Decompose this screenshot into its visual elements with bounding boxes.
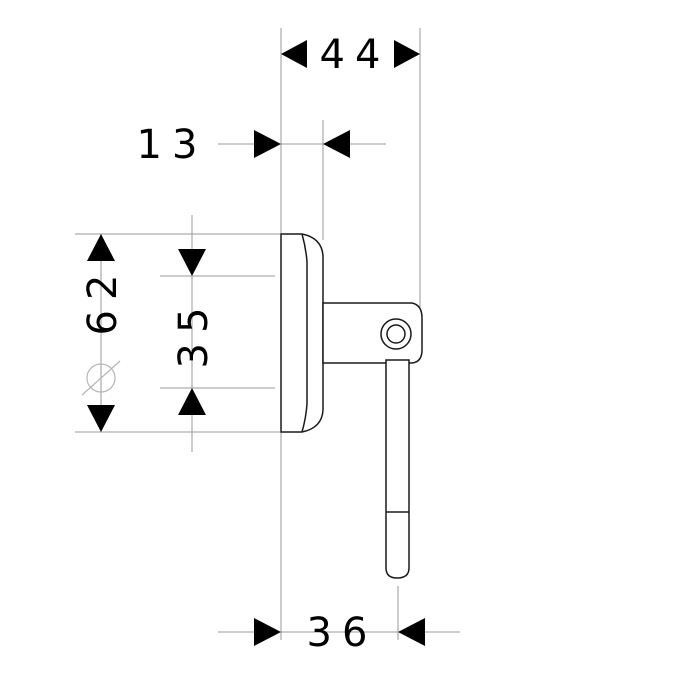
arrow-36-right	[398, 618, 425, 646]
arrow-35-top	[178, 249, 206, 276]
dimension-36-label: 36	[307, 610, 378, 656]
arrow-35-bottom	[178, 388, 206, 415]
dimension-35-label: 35	[171, 298, 217, 369]
dimension-arrows	[87, 40, 425, 646]
arrow-62-top	[87, 234, 115, 261]
arrow-13-right	[323, 130, 350, 158]
arrow-44-left	[281, 40, 307, 68]
arrow-13-left	[254, 130, 281, 158]
pivot-inner-circle	[386, 324, 406, 344]
diameter-symbol-icon	[81, 360, 121, 396]
arrow-44-right	[394, 40, 420, 68]
part-outline	[280, 233, 423, 579]
wall-flange	[280, 233, 324, 433]
dimension-62-label: 62	[80, 265, 126, 336]
hanging-ring-rod	[385, 359, 410, 579]
arrow-36-left	[254, 618, 281, 646]
flange-step	[301, 233, 308, 433]
arrow-62-bottom	[87, 405, 115, 432]
dimension-13-label: 13	[137, 122, 208, 168]
dimension-44-label: 44	[320, 32, 391, 78]
